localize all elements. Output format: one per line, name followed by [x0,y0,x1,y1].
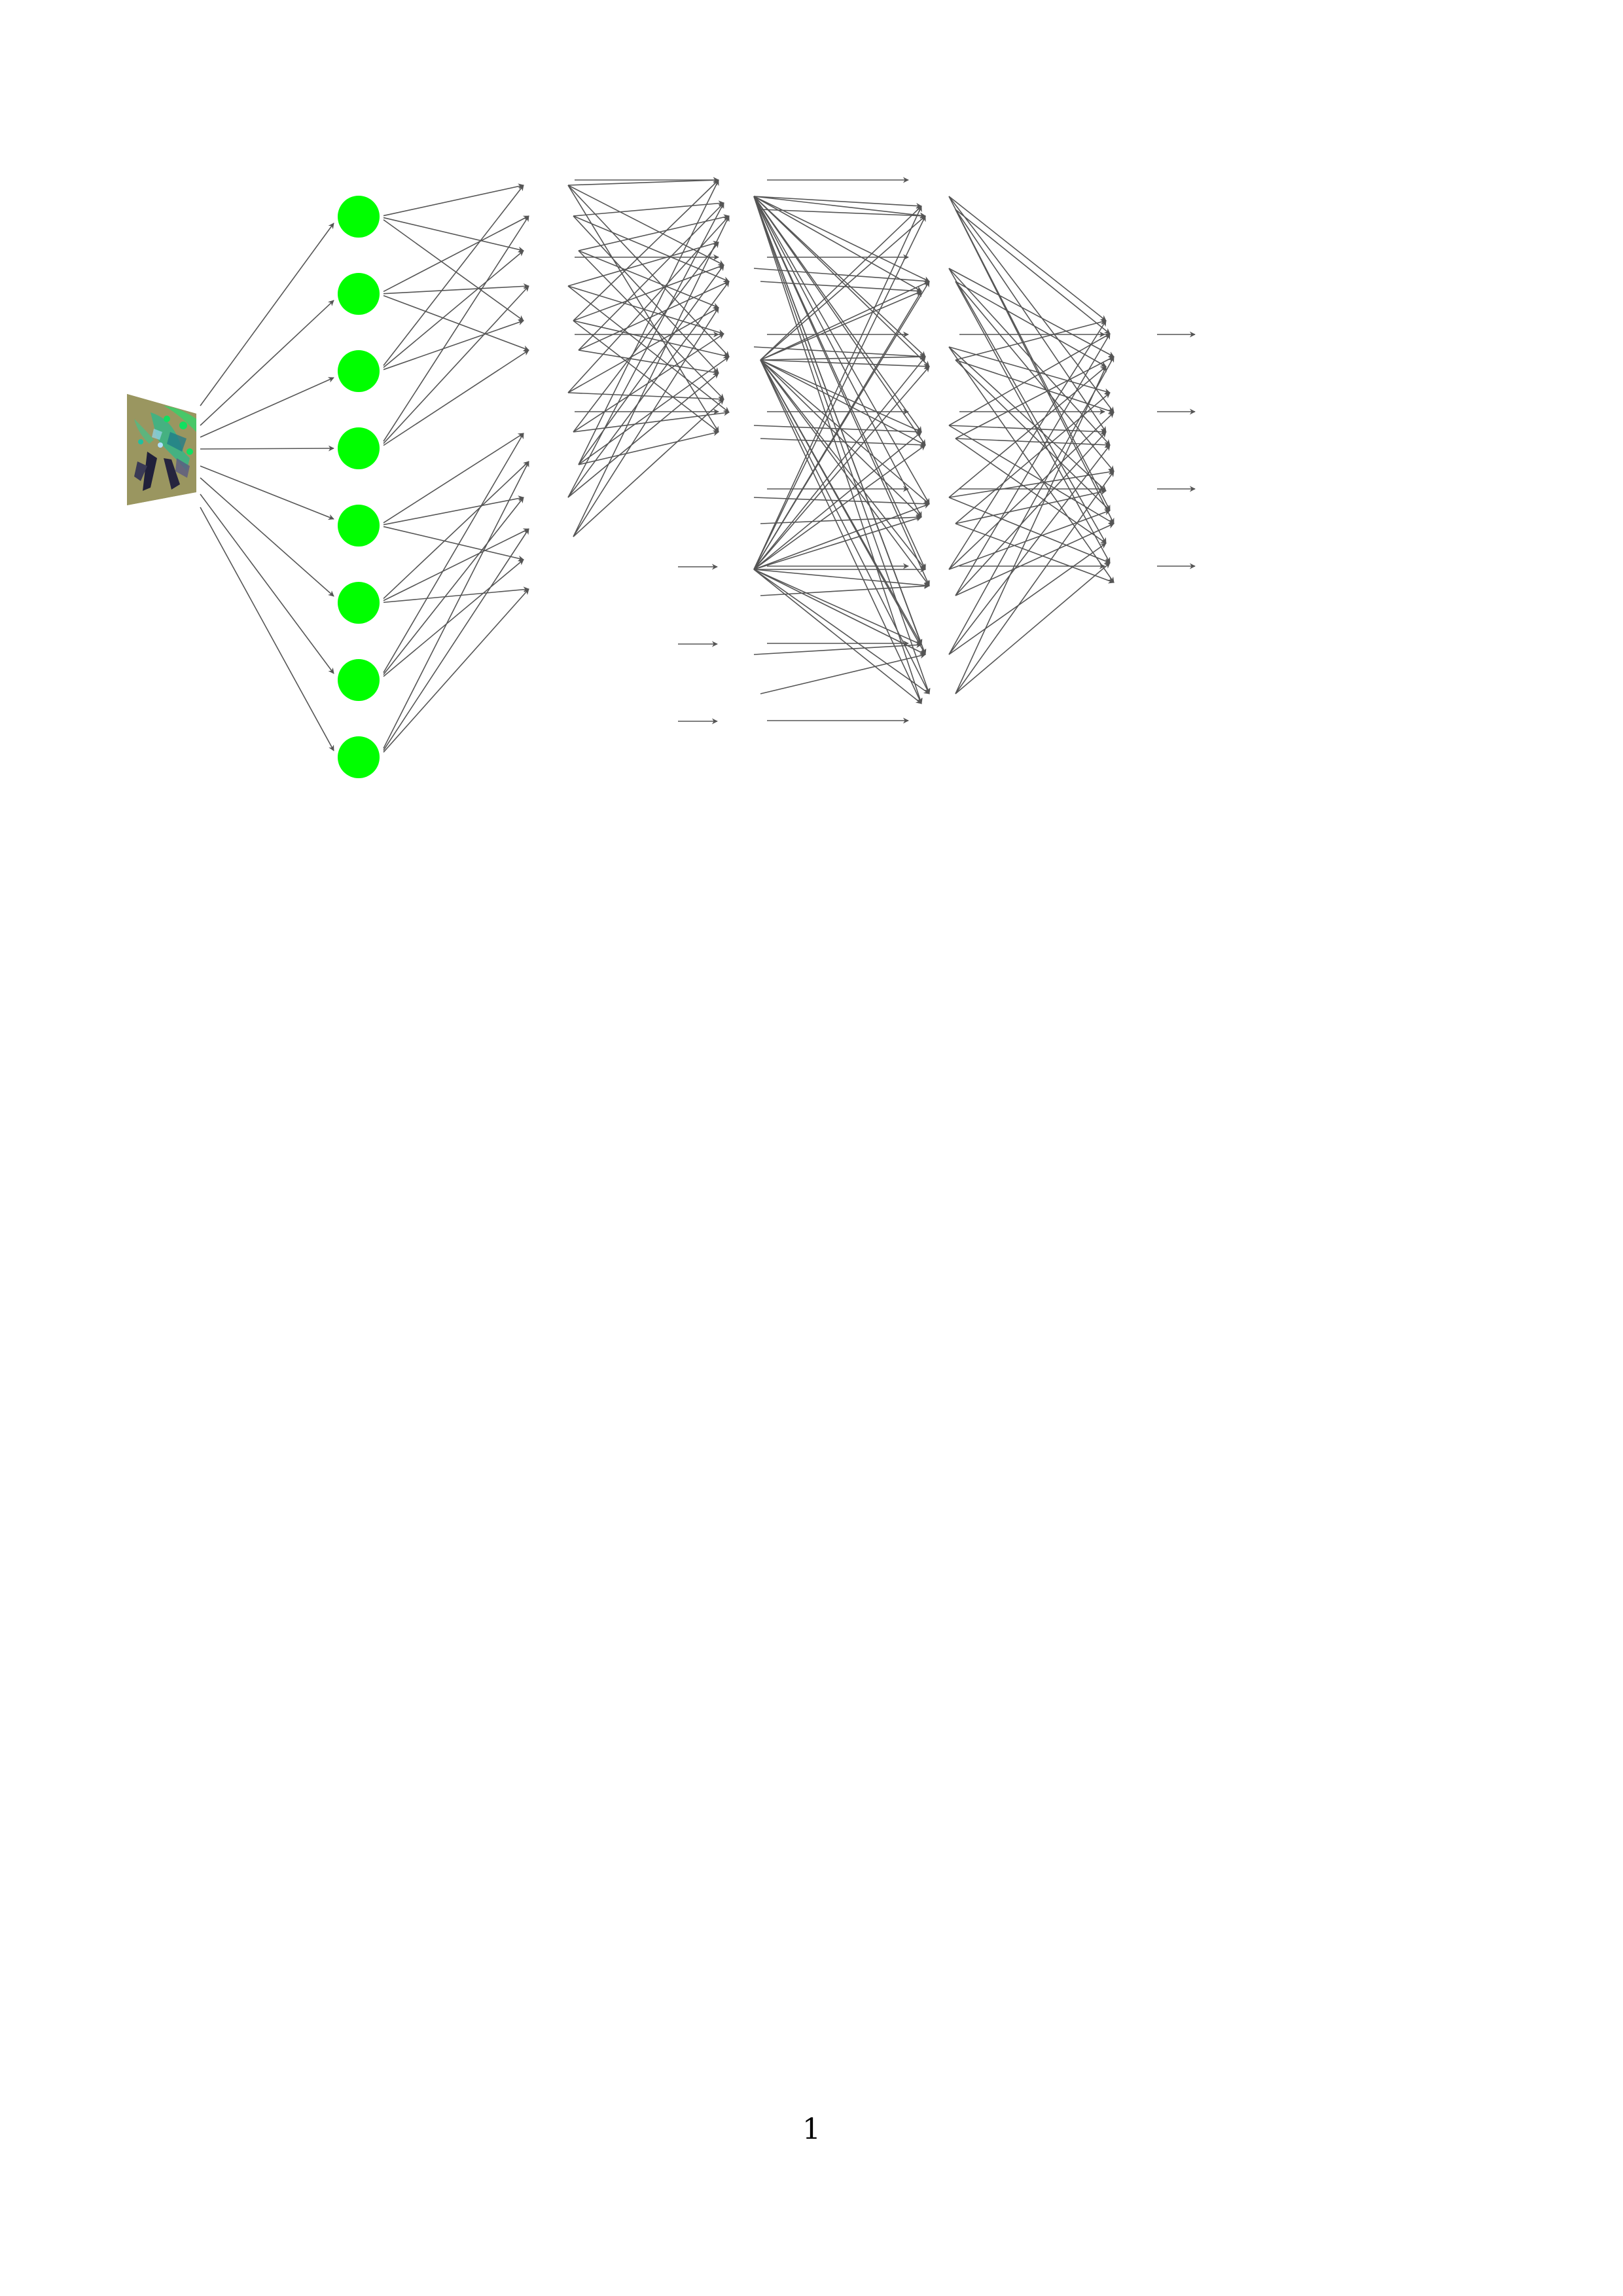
edge-arrow-149 [949,268,1110,445]
edge-arrow-100 [760,360,929,367]
edge-arrow-83 [754,196,929,504]
edge-arrow-14 [383,185,524,365]
edge-arrow-126 [754,569,929,586]
edge-arrow-181 [955,367,1106,694]
edge-arrow-25 [383,589,529,602]
layer-1-node-6 [338,582,380,624]
input-image-thumbnail [127,393,199,507]
edge-arrow-128 [754,569,925,655]
edge-arrow-66 [573,308,719,537]
edge-arrow-177 [955,524,1114,596]
edge-arrow-77 [754,196,929,281]
edge-arrow-2 [200,378,334,437]
edge-arrow-0 [200,223,334,406]
edge-arrow-86 [754,196,929,586]
edge-arrow-108 [760,360,925,655]
edge-arrow-99 [760,357,925,360]
edge-arrow-1 [200,300,334,425]
edge-arrow-79 [754,196,925,357]
edge-arrow-120 [754,367,929,569]
edge-arrow-179 [949,445,1110,655]
layer-1-node-1 [338,196,380,238]
edge-arrow-22 [383,527,524,560]
edge-arrow-42 [568,242,719,286]
layer-1-node-8 [338,736,380,778]
edge-arrow-89 [754,196,929,694]
layer-1-node-5 [338,505,380,547]
edge-arrow-9 [383,218,524,251]
edge-arrow-161 [949,425,1106,432]
edge-arrow-8 [383,185,524,216]
edge-arrow-145 [955,209,1110,334]
edge-arrow-11 [383,216,529,291]
edge-arrow-5 [200,478,334,596]
edge-arrow-75 [754,196,921,206]
edge-arrow-67 [573,399,724,537]
edge-arrow-127 [754,569,921,645]
edge-arrow-30 [383,529,529,751]
edge-arrow-84 [754,196,921,517]
edge-arrow-26 [383,433,524,673]
edge-arrow-180 [949,543,1106,655]
layer-1-node-4 [338,427,380,469]
edge-arrow-10 [383,220,524,321]
edge-arrow-146 [955,209,1106,432]
edge-arrow-88 [754,196,925,655]
edge-arrow-17 [383,216,529,441]
edge-arrow-183 [955,563,1110,694]
edge-arrow-105 [760,360,925,569]
edge-arrow-130 [754,569,921,704]
layer-1-node-7 [338,659,380,701]
input-image-content [127,393,199,507]
edge-arrow-131 [760,586,929,596]
edge-arrow-150 [949,268,1106,543]
edge-arrow-13 [383,296,529,350]
edge-arrow-121 [754,432,921,569]
edge-arrow-4 [200,466,334,519]
edge-arrow-104 [760,360,921,517]
edge-arrow-45 [573,180,719,321]
edge-arrow-112 [760,439,925,445]
edge-arrow-6 [200,494,334,673]
edge-arrow-167 [949,471,1114,497]
layer-1-node-3 [338,350,380,392]
edge-arrow-115 [754,206,921,569]
edge-arrow-16 [383,321,524,370]
edge-arrow-15 [383,251,524,367]
edge-arrow-101 [760,360,921,432]
edge-arrow-133 [760,655,925,694]
edge-arrow-36 [573,203,724,216]
edge-arrow-7 [200,507,334,751]
edge-arrow-32 [568,180,719,185]
edge-arrow-20 [383,433,524,523]
layer-1-nodes [338,196,380,778]
neural-network-diagram [0,0,1623,851]
edge-arrow-24 [383,529,529,601]
edge-arrow-31 [383,589,529,752]
page-number: 1 [0,2113,1623,2146]
edge-arrow-82 [754,196,925,445]
layer-1-node-2 [338,273,380,315]
edge-arrow-129 [754,569,929,694]
edge-arrow-12 [383,286,529,294]
edge-arrow-21 [383,497,524,525]
edge-arrow-3 [200,448,334,449]
edge-arrow-29 [383,461,529,748]
edge-arrow-23 [383,461,529,599]
edge-arrow-51 [579,350,719,373]
edge-arrow-182 [955,471,1114,694]
edge-arrow-172 [949,321,1106,569]
edge-arrow-50 [579,281,729,350]
edge-arrow-27 [383,497,524,675]
edge-arrow-166 [949,367,1106,497]
